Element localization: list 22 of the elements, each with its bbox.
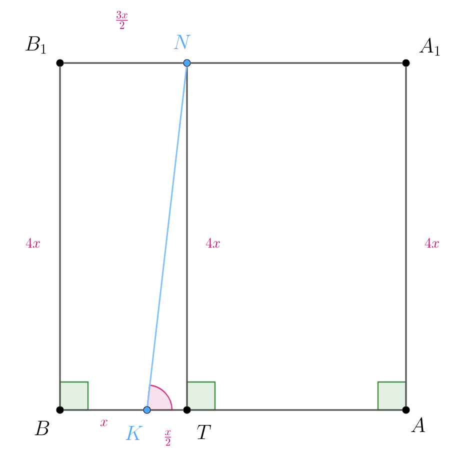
segment <box>186 66 188 406</box>
segment <box>190 62 402 64</box>
length-label: $4x$ <box>26 238 40 248</box>
point-label: $A$ <box>411 417 426 432</box>
point-label: $K$ <box>126 426 143 440</box>
length-label: $4x$ <box>424 238 439 248</box>
segment <box>405 66 407 406</box>
segment <box>190 409 402 411</box>
segment <box>64 62 184 64</box>
segment <box>150 409 184 411</box>
length-label: $4x$ <box>206 238 220 248</box>
segment <box>146 66 188 406</box>
point-label: $B$ <box>34 420 50 436</box>
length-label: $x$ <box>100 420 108 426</box>
point-label: $N$ <box>174 34 191 50</box>
point-label: $T$ <box>197 425 211 440</box>
length-label: $\frac{3x}{2}$ <box>116 10 128 29</box>
segment <box>64 409 144 411</box>
point-label: $B_1$ <box>26 36 46 54</box>
segment <box>59 66 61 406</box>
point-label: $A_1$ <box>419 38 440 56</box>
length-label: $\frac{x}{2}$ <box>164 430 172 446</box>
